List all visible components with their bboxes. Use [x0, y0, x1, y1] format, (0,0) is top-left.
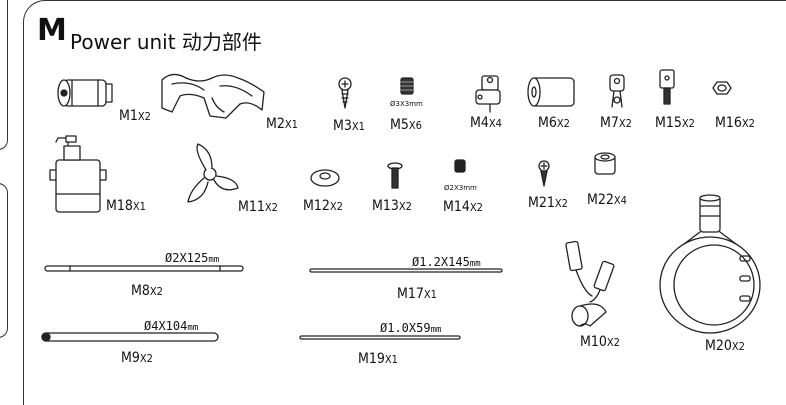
- label-m18: M18X1: [106, 198, 146, 214]
- label-m16: M16X2: [715, 115, 755, 131]
- label-m10: M10X2: [580, 334, 620, 350]
- dim-m17: Ø1.2X145mm: [412, 255, 481, 269]
- spec-m14: Ø2X3mm: [444, 184, 477, 192]
- bushing-m22-icon: [594, 152, 616, 175]
- set-screw-m14-icon: [454, 159, 466, 173]
- motor-m1-icon: [57, 79, 113, 107]
- duct-m20-icon: [659, 194, 761, 334]
- rod-m17-icon: [309, 268, 503, 273]
- label-m14: M14X2: [443, 199, 483, 215]
- nut-m16-icon: [712, 81, 732, 95]
- screw-m21-icon: [538, 160, 550, 187]
- label-m2: M2X1: [266, 116, 298, 132]
- label-m20: M20X2: [705, 338, 745, 354]
- dim-m19: Ø1.0X59mm: [380, 321, 442, 335]
- spec-m5: Ø3X3mm: [390, 100, 423, 108]
- label-m19: M19X1: [358, 351, 398, 367]
- rod-m8-icon: [44, 265, 244, 272]
- screw-m13-icon: [387, 162, 403, 189]
- section-letter: M: [37, 13, 67, 48]
- sleeve-m6-icon: [527, 77, 575, 107]
- label-m11: M11X2: [238, 199, 278, 215]
- label-m8: M8X2: [131, 283, 163, 299]
- dim-m8: Ø2X125mm: [165, 251, 220, 265]
- washer-m12-icon: [310, 169, 340, 187]
- label-m22: M22X4: [587, 192, 627, 208]
- section-frame: [23, 0, 786, 405]
- label-m21: M21X2: [528, 195, 568, 211]
- servo-m18-icon: [49, 135, 107, 213]
- label-m17: M17X1: [397, 286, 437, 302]
- coupling-m4-icon: [475, 75, 501, 113]
- label-m6: M6X2: [538, 115, 570, 131]
- label-m13: M13X2: [372, 198, 412, 214]
- clevis-m7-icon: [609, 74, 625, 108]
- label-m12: M12X2: [303, 198, 343, 214]
- connector-m15-icon: [659, 69, 675, 105]
- label-m15: M15X2: [655, 115, 695, 131]
- label-m3: M3X1: [333, 118, 365, 134]
- section-title: Power unit 动力部件: [70, 30, 262, 54]
- label-m7: M7X2: [600, 115, 632, 131]
- dim-m9: Ø4X104mm: [144, 319, 199, 333]
- label-m5: M5X6: [390, 117, 422, 133]
- label-m4: M4X4: [470, 115, 502, 131]
- screw-m3-icon: [338, 77, 352, 109]
- bracket-m2-icon: [161, 73, 265, 119]
- set-screw-m5-icon: [400, 77, 414, 95]
- label-m9: M9X2: [121, 350, 153, 366]
- propeller-m11-icon: [187, 143, 239, 203]
- label-m1: M1X2: [119, 108, 151, 124]
- rod-m19-icon: [299, 335, 461, 340]
- pivot-m10-icon: [565, 240, 615, 327]
- rod-m9-icon: [41, 332, 219, 342]
